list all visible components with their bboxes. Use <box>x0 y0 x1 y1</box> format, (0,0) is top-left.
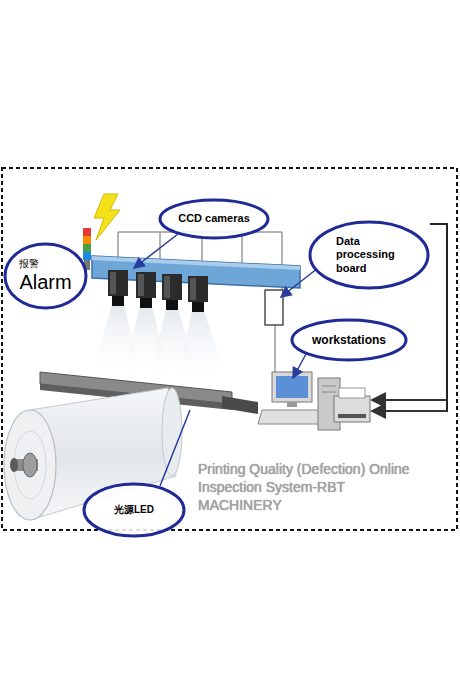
callout-ellipse: Data processing board <box>308 220 430 290</box>
callout-text: 光源LED <box>114 504 154 516</box>
leader-line <box>134 234 178 268</box>
signal-wire <box>430 224 447 412</box>
processing-board <box>265 290 283 325</box>
leader-line <box>281 268 318 297</box>
signal-arrow <box>372 399 447 401</box>
ellipse-shape <box>84 484 184 536</box>
callout-text: Data processing board <box>336 235 402 275</box>
callout-text: CCD cameras <box>178 212 250 225</box>
conveyor-end <box>222 396 258 414</box>
callout-ellipse: CCD cameras <box>158 198 270 240</box>
ccd-camera <box>108 270 128 306</box>
callout-text-group: CCD cameras <box>178 212 250 225</box>
ellipse-shape <box>310 222 428 288</box>
callout-text-group: 报警Alarm <box>19 258 71 294</box>
callout-text-group: workstations <box>312 333 386 347</box>
callout-text-group: Data processing board <box>336 235 402 275</box>
ellipse-shape <box>5 244 86 308</box>
leader-line <box>293 354 306 378</box>
light-cone <box>178 311 226 378</box>
printer <box>334 388 370 422</box>
ccd-camera <box>136 272 156 308</box>
lightning-bolt <box>94 194 120 240</box>
leader-line <box>160 410 190 486</box>
ccd-camera <box>162 274 182 310</box>
callout-ellipse: 报警Alarm <box>3 242 88 310</box>
callout-text-group: 光源LED <box>114 504 154 516</box>
ccd-camera <box>188 276 208 312</box>
ellipse-shape <box>292 320 406 360</box>
callout-ellipse: 光源LED <box>82 482 186 538</box>
camera-bar-top <box>92 256 300 270</box>
callout-text: 报警 <box>19 258 71 270</box>
dashed-frame <box>2 168 457 530</box>
workstation-computer <box>258 372 340 430</box>
signal-arrow <box>372 410 447 412</box>
board-cable <box>274 325 276 372</box>
ellipse-shape <box>160 200 268 238</box>
callout-text: Alarm <box>19 270 71 294</box>
watermark-text: Printing Quality (Defection) Online Insp… <box>198 460 418 514</box>
callout-text: workstations <box>312 333 386 347</box>
callout-ellipse: workstations <box>290 318 408 362</box>
